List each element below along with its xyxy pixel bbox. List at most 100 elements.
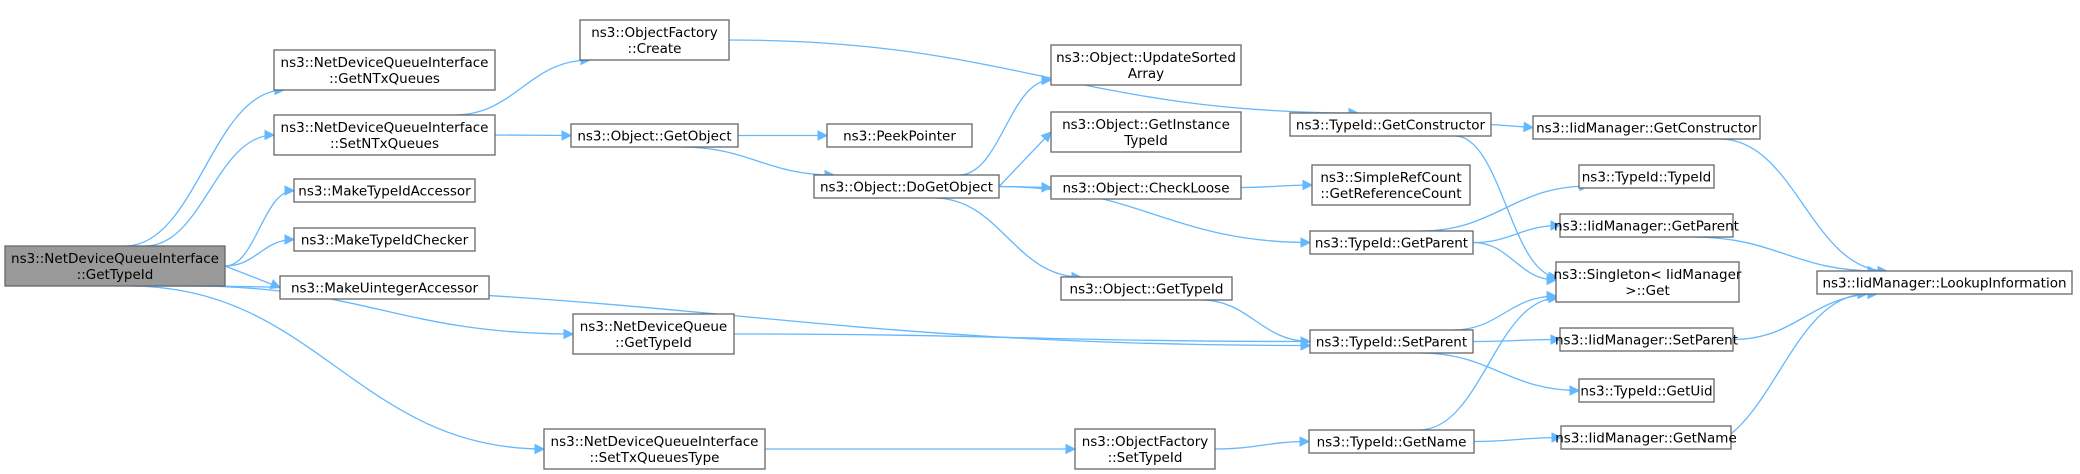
node-objgetobj[interactable]: ns3::Object::GetObject — [570, 123, 739, 148]
node-box — [293, 178, 476, 203]
edge-arrowhead — [534, 443, 546, 455]
node-iidgetname[interactable]: ns3::IidManager::GetName — [1555, 425, 1737, 450]
edge-dogetobj-to-updsorted — [958, 74, 1053, 176]
node-iidgetparent[interactable]: ns3::IidManager::GetParent — [1554, 213, 1739, 238]
node-label: ns3::TypeId::GetUid — [1580, 384, 1712, 400]
edge-objgetobj-to-peekptr — [737, 130, 829, 141]
node-label: ns3::IidManager::SetParent — [1555, 333, 1738, 349]
edge-arrowhead — [817, 130, 829, 141]
node-box — [1060, 276, 1233, 301]
node-label: ns3::ObjectFactory — [591, 25, 718, 41]
node-iidgetctor[interactable]: ns3::IidManager::GetConstructor — [1532, 115, 1761, 140]
edge-line — [224, 265, 281, 289]
node-label: ::GetTypeId — [77, 267, 154, 283]
node-label: ns3::ObjectFactory — [1082, 434, 1209, 450]
node-ttypeid[interactable]: ns3::TypeId::TypeId — [1578, 164, 1715, 189]
node-box — [570, 123, 739, 148]
edge-line — [129, 285, 545, 450]
node-iidlookup[interactable]: ns3::IidManager::LookupInformation — [1816, 270, 2073, 295]
node-chkloose[interactable]: ns3::Object::CheckLoose — [1050, 175, 1242, 200]
node-tgetparent[interactable]: ns3::TypeId::GetParent — [1309, 230, 1474, 255]
edge-tgetparent-to-iidgetparent — [1472, 220, 1562, 244]
edge-arrowhead — [269, 279, 282, 289]
node-settxqt[interactable]: ns3::NetDeviceQueueInterface::SetTxQueue… — [543, 428, 766, 470]
edge-line — [1472, 338, 1561, 343]
edge-line — [144, 134, 275, 247]
node-label: ns3::SimpleRefCount — [1320, 170, 1461, 186]
node-box — [4, 245, 226, 287]
nodes-layer: ns3::NetDeviceQueueInterface::GetTypeIdn… — [4, 19, 2073, 470]
edges-layer — [124, 39, 1889, 455]
edge-arrowhead — [1548, 292, 1560, 304]
node-ofsettid[interactable]: ns3::ObjectFactory::SetTypeId — [1074, 428, 1216, 470]
edge-line — [1692, 236, 1878, 272]
edge-line — [1200, 299, 1311, 343]
edge-line — [680, 146, 835, 176]
edge-arrowhead — [1569, 385, 1581, 396]
node-mktypeacc[interactable]: ns3::MakeTypeIdAccessor — [293, 178, 476, 203]
node-box — [543, 428, 766, 470]
edge-iidgetname-to-iidlookup — [1690, 288, 1869, 450]
node-mktypechk[interactable]: ns3::MakeTypeIdChecker — [293, 227, 476, 252]
node-label: ::SetTxQueuesType — [590, 450, 720, 466]
node-ndq_gettid[interactable]: ns3::NetDeviceQueue::GetTypeId — [572, 313, 735, 355]
edge-line — [1419, 185, 1590, 232]
edge-line — [453, 59, 591, 116]
node-peekptr[interactable]: ns3::PeekPointer — [826, 123, 973, 148]
node-setntx[interactable]: ns3::NetDeviceQueueInterface::SetNTxQueu… — [273, 114, 496, 156]
edge-line — [224, 238, 295, 267]
node-tgetuid[interactable]: ns3::TypeId::GetUid — [1578, 378, 1715, 403]
edge-arrowhead — [563, 328, 575, 340]
node-root[interactable]: ns3::NetDeviceQueueInterface::GetTypeId — [4, 245, 226, 287]
node-box — [1309, 329, 1474, 354]
node-tgetname[interactable]: ns3::TypeId::GetName — [1308, 429, 1475, 454]
edge-line — [124, 89, 285, 247]
node-box — [1816, 270, 2073, 295]
node-label: Array — [1128, 66, 1164, 82]
node-label: ::GetReferenceCount — [1320, 186, 1461, 202]
edge-line — [494, 134, 572, 137]
node-objfactcreate[interactable]: ns3::ObjectFactory::Create — [579, 19, 730, 61]
edge-ofsettid-to-tgetname — [1214, 436, 1311, 450]
node-label: ns3::IidManager::GetName — [1555, 431, 1737, 447]
edge-dogetobj-to-tgetparent — [998, 185, 1312, 248]
node-tgetctor[interactable]: ns3::TypeId::GetConstructor — [1289, 112, 1492, 137]
node-label: ::SetTypeId — [1108, 450, 1183, 466]
edge-dogetobj-to-objgettid — [933, 197, 1083, 283]
node-box — [1578, 378, 1715, 403]
node-getntx[interactable]: ns3::NetDeviceQueueInterface::GetNTxQueu… — [273, 49, 496, 91]
edge-iidgetctor-to-iidlookup — [1719, 138, 1889, 277]
node-dogetobj[interactable]: ns3::Object::DoGetObject — [813, 174, 1000, 199]
node-box — [279, 275, 490, 300]
node-box — [1308, 429, 1475, 454]
node-tsetparent[interactable]: ns3::TypeId::SetParent — [1309, 329, 1474, 354]
edge-tgetname-to-iidgetname — [1473, 432, 1563, 443]
node-box — [1050, 44, 1242, 86]
node-label: ns3::IidManager::GetConstructor — [1536, 121, 1757, 137]
edge-line — [1473, 436, 1562, 443]
node-box — [572, 313, 735, 355]
edge-arrowhead — [1300, 336, 1312, 347]
edge-objgettid-to-tsetparent — [1200, 299, 1312, 347]
node-iidsetparent[interactable]: ns3::IidManager::SetParent — [1555, 327, 1738, 352]
edge-root-to-settxqt — [129, 285, 546, 455]
node-label: ns3::TypeId::GetName — [1317, 435, 1467, 451]
edge-line — [958, 79, 1052, 176]
edge-arrowhead — [1550, 334, 1562, 345]
node-box — [1309, 230, 1474, 255]
edge-objgetobj-to-dogetobj — [680, 146, 836, 181]
node-mkuintacc[interactable]: ns3::MakeUintegerAccessor — [279, 275, 490, 300]
node-label: ns3::MakeTypeIdChecker — [301, 233, 469, 249]
node-objgettid[interactable]: ns3::Object::GetTypeId — [1060, 276, 1233, 301]
edge-arrowhead — [1299, 436, 1311, 447]
node-label: ::GetNTxQueues — [329, 71, 440, 87]
edge-tgetctor-to-singleton — [1454, 135, 1560, 283]
edge-line — [1472, 224, 1561, 244]
node-singleton[interactable]: ns3::Singleton< IidManager>::Get — [1554, 261, 1742, 303]
node-label: >::Get — [1625, 283, 1669, 299]
node-srcgetref[interactable]: ns3::SimpleRefCount::GetReferenceCount — [1311, 164, 1471, 206]
node-box — [1050, 111, 1242, 153]
node-box — [273, 49, 496, 91]
